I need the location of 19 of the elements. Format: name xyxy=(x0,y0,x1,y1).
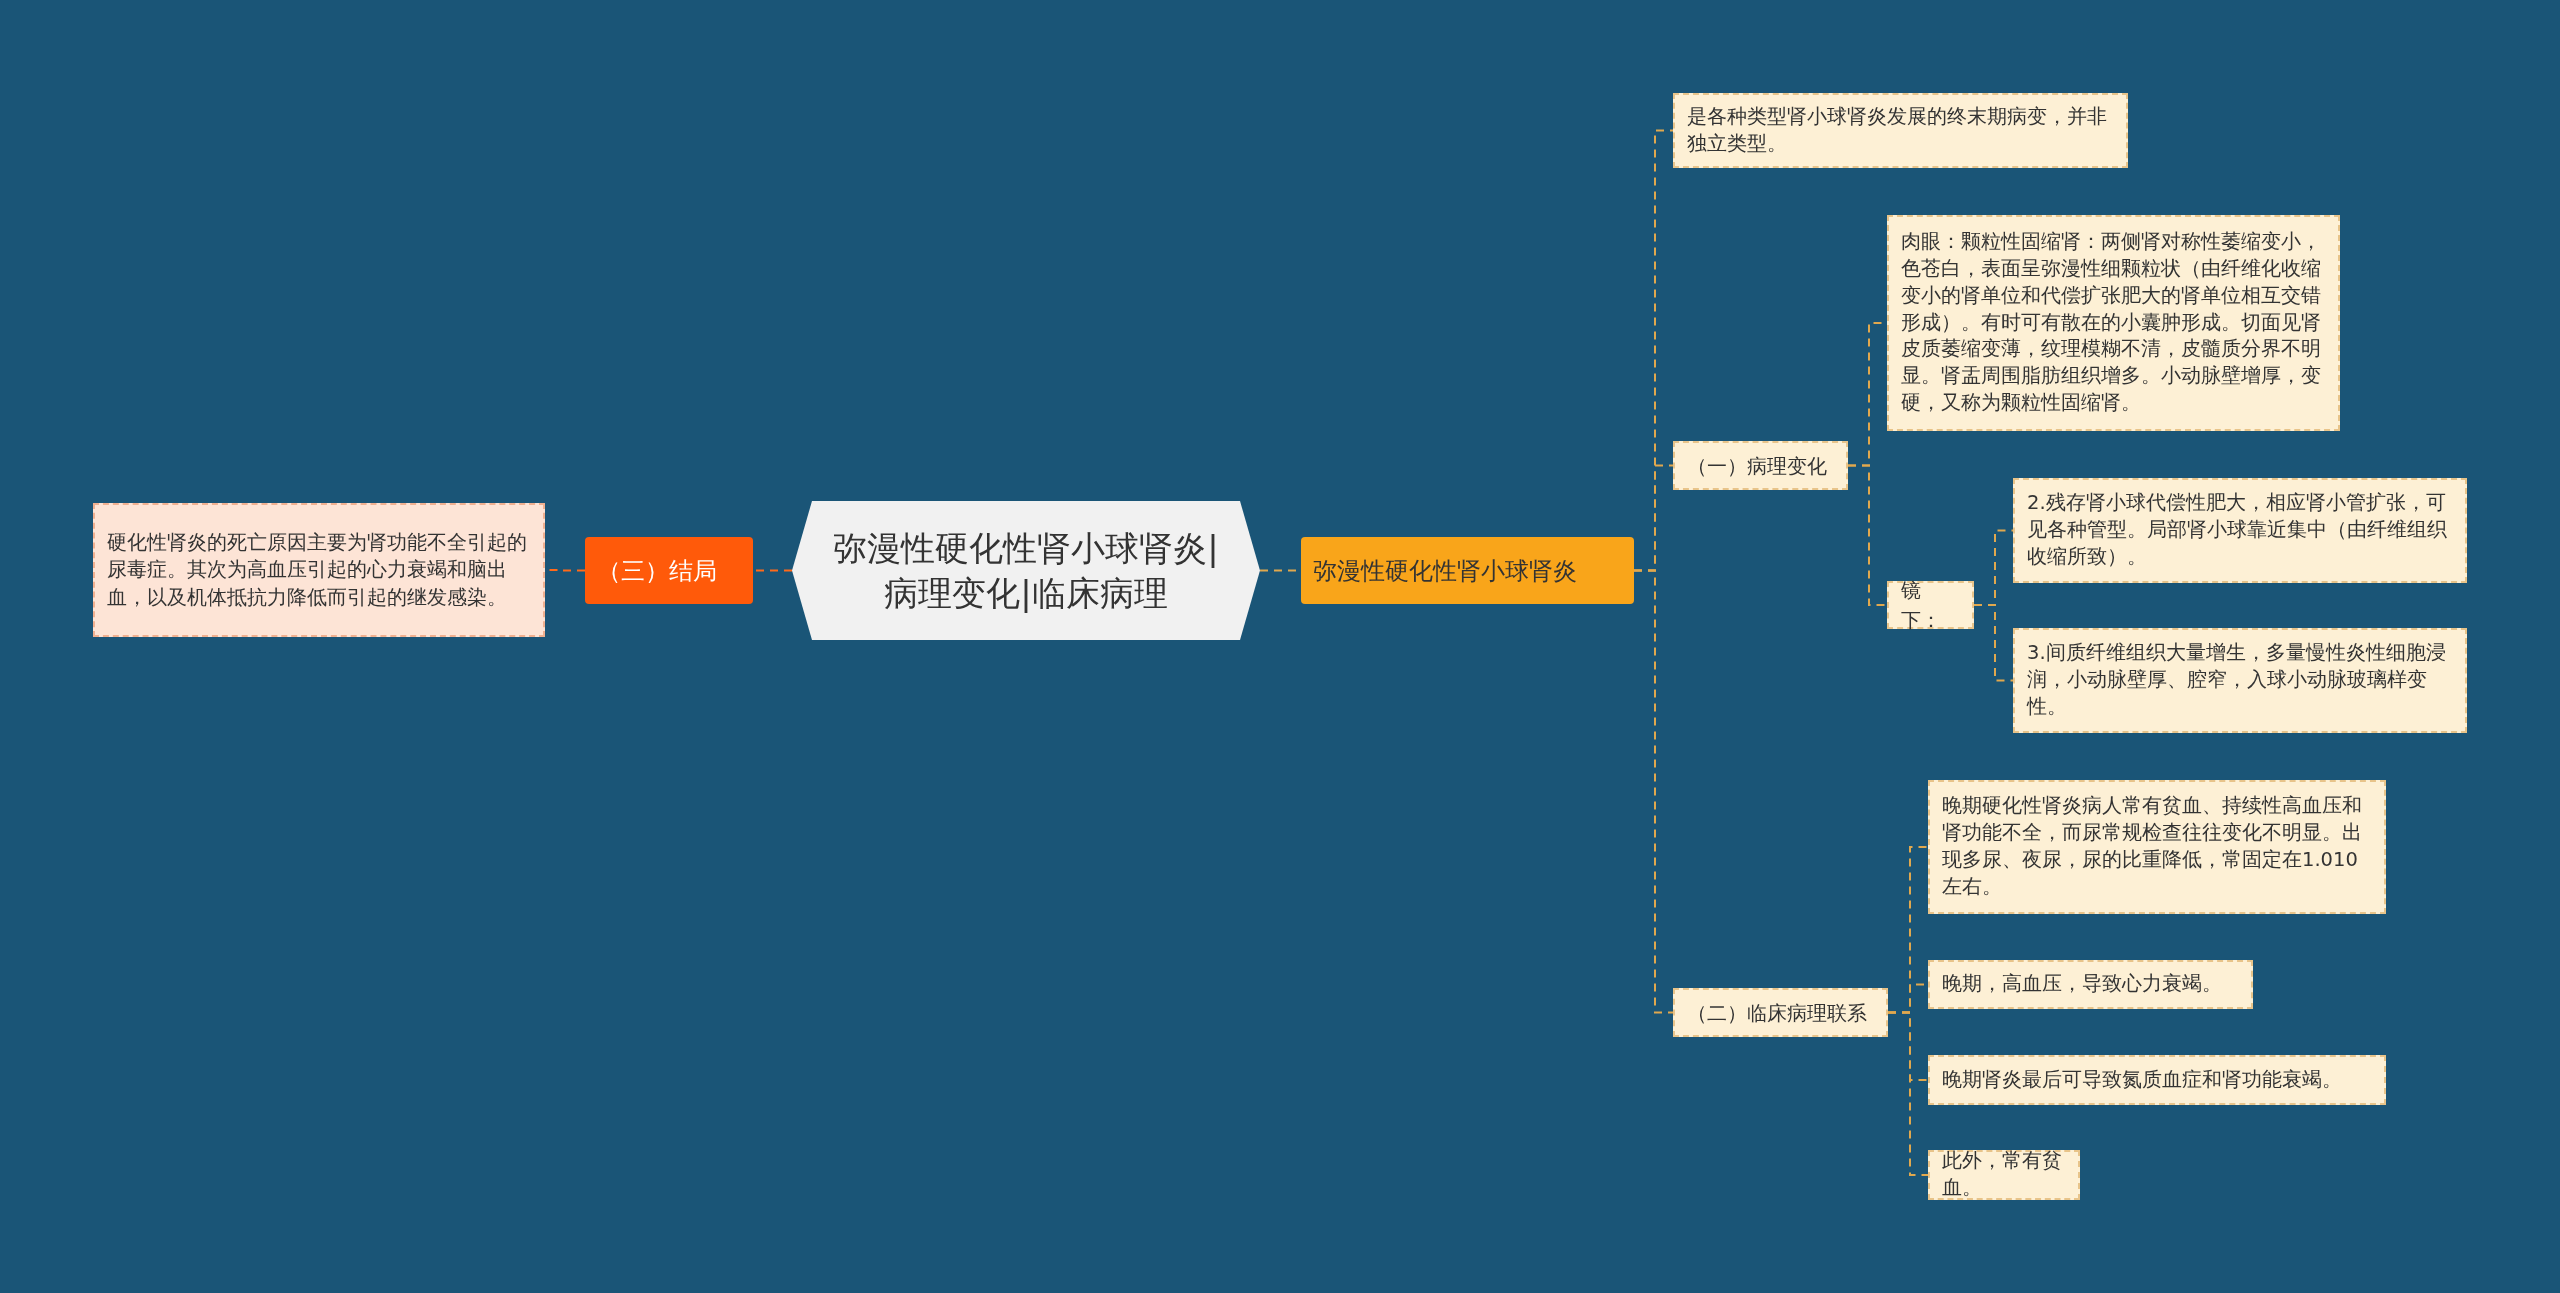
note-card: 3.间质纤维组织大量增生，多量慢性炎性细胞浸润，小动脉壁厚、腔窄，入球小动脉玻璃样变性。 xyxy=(2013,628,2467,733)
connector-line xyxy=(1887,1011,1929,1176)
note-card: 是各种类型肾小球肾炎发展的终末期病变，并非独立类型。 xyxy=(1673,93,2128,168)
connector-line xyxy=(1633,569,1674,1014)
note-card: 晚期，高血压，导致心力衰竭。 xyxy=(1928,960,2253,1009)
note-card: 2.残存肾小球代偿性肥大，相应肾小管扩张，可见各种管型。局部肾小球靠近集中（由纤维组织收缩所致）。 xyxy=(2013,478,2467,583)
main-topic: 弥漫性硬化性肾小球肾炎 xyxy=(1301,537,1634,604)
connector-line xyxy=(1973,604,2014,682)
note-card: 肉眼：颗粒性固缩肾：两侧肾对称性萎缩变小，色苍白，表面呈弥漫性细颗粒状（由纤维化收缩变小的肾单位和代偿扩张肥大的肾单位相互交错形成）。有时可有散在的小囊肿形成。切面见肾皮质萎缩变薄，纹理模糊不清，皮髓质分界不明显。肾盂周围脂肪组织增多。小动脉壁增厚，变硬，又称为颗粒性固缩肾。 xyxy=(1887,215,2340,431)
subtopic-box: 镜下： xyxy=(1887,581,1974,629)
subtopic-box: （一）病理变化 xyxy=(1673,441,1848,490)
connector-line xyxy=(1847,464,1888,606)
note-card: 此外，常有贫血。 xyxy=(1928,1150,2080,1200)
branch-topic: （三）结局 xyxy=(585,537,753,604)
note-card: 硬化性肾炎的死亡原因主要为肾功能不全引起的尿毒症。其次为高血压引起的心力衰竭和脑出血，以及机体抵抗力降低而引起的继发感染。 xyxy=(93,503,545,637)
subtopic-box: （二）临床病理联系 xyxy=(1673,988,1888,1037)
note-card: 晚期硬化性肾炎病人常有贫血、持续性高血压和肾功能不全，而尿常规检查往往变化不明显。出现多尿、夜尿，尿的比重降低，常固定在1.010左右。 xyxy=(1928,780,2386,914)
note-card: 晚期肾炎最后可导致氮质血症和肾功能衰竭。 xyxy=(1928,1055,2386,1105)
central-topic: 弥漫性硬化性肾小球肾炎|病理变化|临床病理 xyxy=(792,501,1260,640)
